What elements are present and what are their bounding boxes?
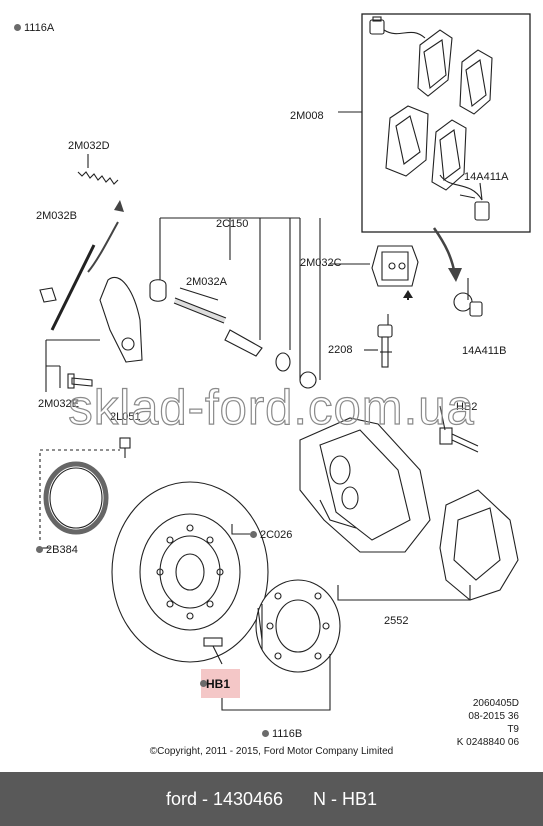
- callout-dot-icon: [262, 730, 269, 737]
- abs-ring: [43, 461, 109, 535]
- wheel-hub: [255, 579, 341, 673]
- label-14a411b[interactable]: 14A411B: [462, 345, 507, 357]
- label-hb1[interactable]: HB1: [206, 677, 231, 691]
- brake-assembly-diagram: [39, 13, 531, 711]
- label-14a411a[interactable]: 14A411A: [464, 171, 509, 183]
- label-1116a[interactable]: 1116A: [14, 22, 54, 35]
- label-2c026[interactable]: 2C026: [250, 529, 292, 542]
- footer-part-number: ford - 1430466: [165, 788, 284, 809]
- caliper-bracket: [439, 489, 519, 601]
- meta-line-1: 2060405D: [472, 698, 519, 709]
- label-2l051[interactable]: 2L051: [110, 411, 141, 423]
- wear-sensor-14a411a: [439, 174, 490, 221]
- arrow-to-14a411b: [432, 227, 457, 276]
- label-2208[interactable]: 2208: [328, 344, 353, 356]
- bolt-hb2: [439, 427, 479, 453]
- label-2m032d[interactable]: 2M032D: [68, 140, 110, 152]
- label-2c150[interactable]: 2C150: [216, 218, 249, 230]
- spring: [77, 171, 119, 185]
- label-2m032b[interactable]: 2M032B: [36, 210, 77, 222]
- label-2m032c[interactable]: 2M032C: [300, 257, 342, 269]
- diagram-meta: 2060405D 08-2015 36 T9 K 0248840 06: [457, 697, 519, 749]
- label-2m008[interactable]: 2M008: [290, 110, 324, 122]
- label-hb2[interactable]: HB2: [456, 401, 478, 413]
- meta-line-4: K 0248840 06: [456, 737, 519, 748]
- label-2m032a[interactable]: 2M032A: [186, 276, 227, 288]
- pad-spring-lever: [39, 244, 143, 363]
- label-1116b[interactable]: 1116B: [262, 728, 302, 741]
- callout-dot-icon: [250, 531, 257, 538]
- meta-line-2: 08-2015 36: [468, 711, 519, 722]
- brake-pad-2: [459, 49, 493, 115]
- anti-rattle-clip: [371, 245, 419, 287]
- footer-bar: ford - 1430466 N - HB1: [0, 772, 543, 826]
- bleed-valve: [377, 324, 393, 368]
- brake-pad-3: [385, 105, 429, 177]
- wheel-stud: [203, 637, 223, 665]
- wear-sensor-14a411b: [453, 292, 483, 317]
- wear-sensor-top: [369, 16, 426, 39]
- footer-ref-code: N - HB1: [313, 788, 378, 809]
- copyright-text: ©Copyright, 2011 - 2015, Ford Motor Comp…: [149, 746, 394, 757]
- label-2b384[interactable]: 2B384: [36, 544, 78, 557]
- bolt-2m032e: [67, 373, 93, 389]
- brake-pad-4: [431, 119, 467, 191]
- brake-pads-inset-box: [361, 13, 531, 233]
- brake-pad-1: [417, 29, 453, 97]
- bolt-2l051: [119, 437, 131, 458]
- label-2m032e[interactable]: 2M032E: [38, 398, 79, 410]
- label-2552[interactable]: 2552: [384, 615, 409, 627]
- brake-caliper: [299, 417, 431, 553]
- guide-pin-set: [149, 279, 317, 389]
- watermark: sklad-ford.com.ua: [68, 380, 475, 435]
- brake-disc: [111, 481, 269, 663]
- callout-dot-icon: [200, 680, 207, 687]
- meta-line-3: T9: [507, 724, 519, 735]
- callout-dot-icon: [36, 546, 43, 553]
- callout-dot-icon: [14, 24, 21, 31]
- highlight-hb1: [201, 669, 240, 698]
